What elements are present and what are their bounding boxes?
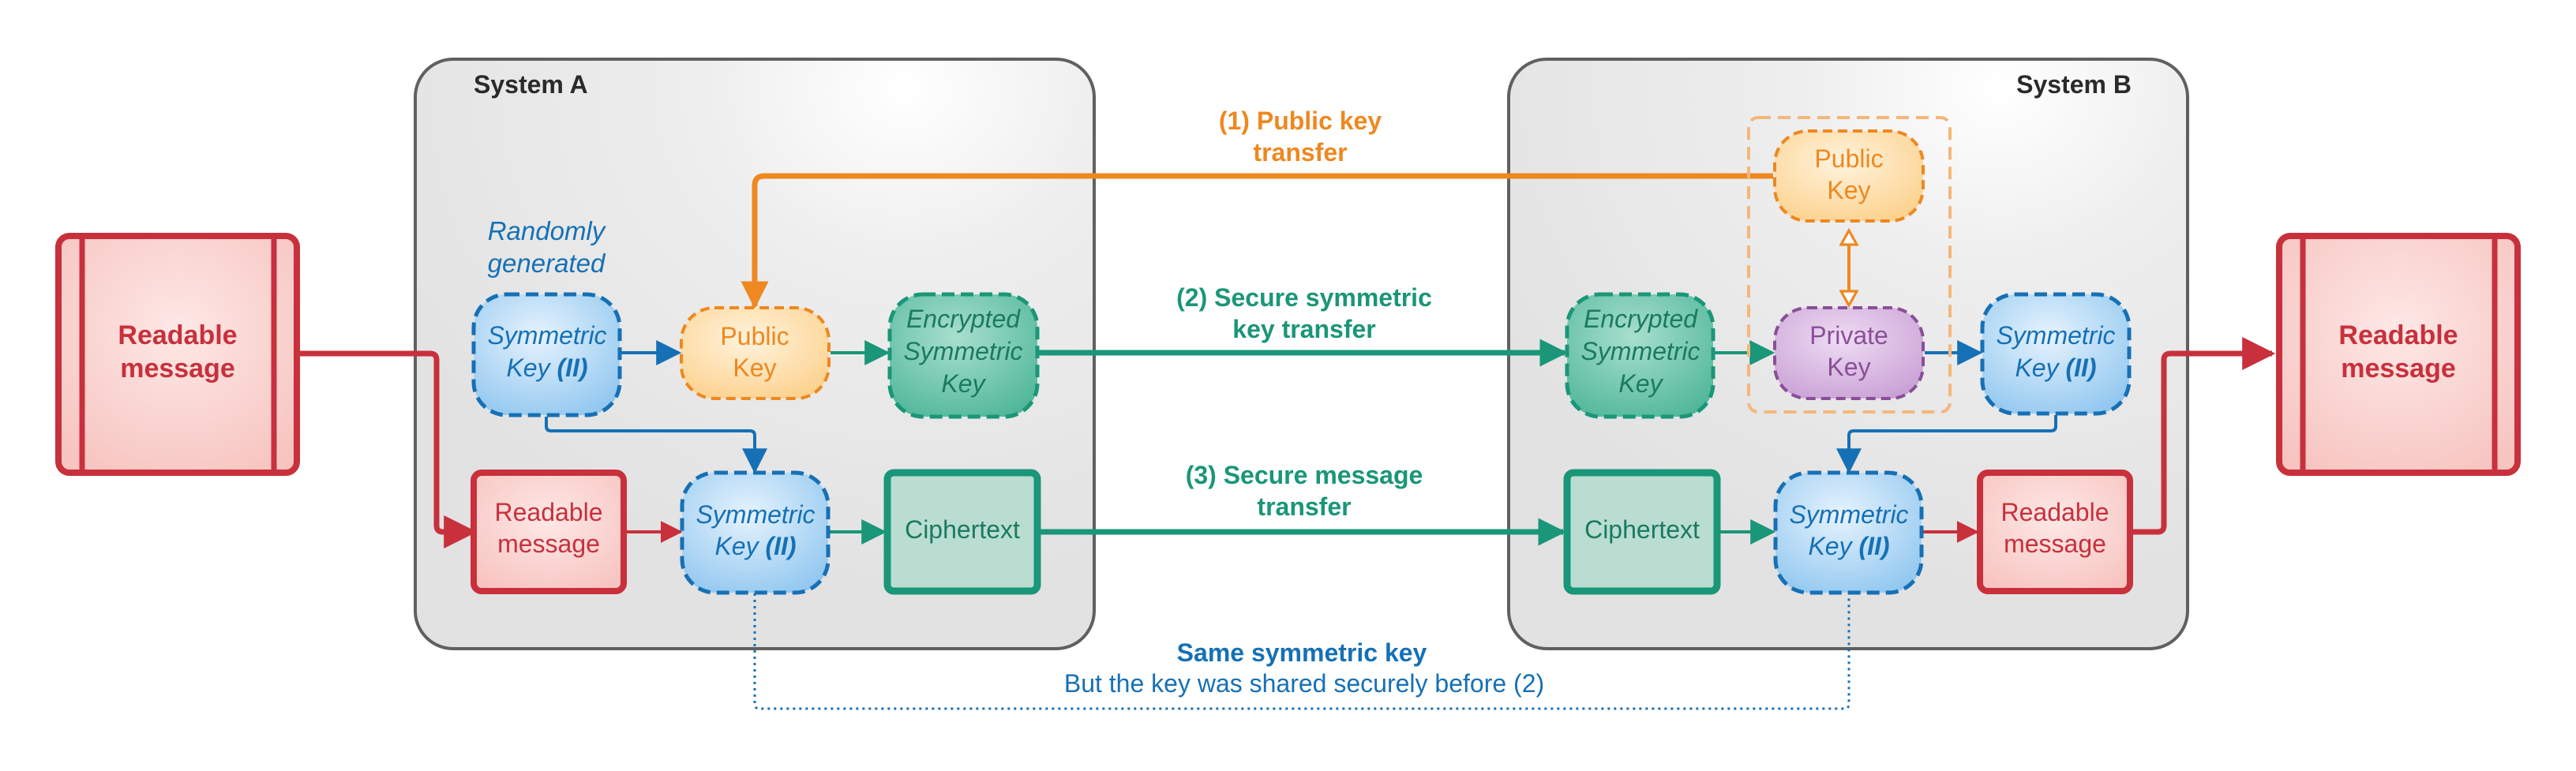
output-message-line2: message	[2341, 354, 2456, 384]
input-readable-message: Readable message	[55, 233, 300, 476]
same-key-dotted-link	[753, 593, 1850, 710]
message-transfer-label: (3) Secure message transfer	[1186, 461, 1423, 521]
b-encrypted-symmetric-key: Encrypted Symmetric Key	[1565, 292, 1715, 419]
transfer2-line2: key transfer	[1232, 315, 1375, 343]
input-message-line1: Readable	[118, 320, 237, 350]
same-key-note: Same symmetric key But the key was share…	[1064, 638, 1544, 698]
arrow-a-key-duplicate	[545, 417, 767, 474]
output-message-line1: Readable	[2338, 320, 2458, 350]
arrow-b-key-duplicate	[1836, 415, 2057, 474]
a-readable-line2: message	[497, 530, 600, 558]
same-key-title: Same symmetric key	[1177, 638, 1427, 667]
randomly-generated-line2: generated	[488, 249, 606, 278]
a-public-key-line1: Public	[720, 322, 789, 350]
b-encrypted-key-line3: Key	[1618, 369, 1663, 398]
a-symmetric-key-line2: Key (II)	[714, 532, 796, 560]
a-readable-line1: Readable	[495, 498, 603, 526]
a-symmetric-key: Symmetric Key (II)	[680, 470, 831, 595]
a-readable-message: Readable message	[471, 470, 627, 594]
b-encrypted-key-line2: Symmetric	[1580, 337, 1700, 365]
a-encrypted-key-line3: Key	[941, 369, 986, 398]
a-symmetric-key-generated: Symmetric Key (II)	[471, 292, 622, 417]
arrow-public-key-transfer	[741, 173, 1773, 309]
b-readable-line1: Readable	[2001, 498, 2109, 526]
a-public-key-line2: Key	[733, 354, 776, 382]
a-symmetric-key-generated-line1: Symmetric	[487, 321, 606, 350]
a-ciphertext-label: Ciphertext	[905, 515, 1020, 544]
transfer3-line1: (3) Secure message	[1186, 461, 1423, 489]
transfer1-line1: (1) Public key	[1219, 107, 1382, 135]
randomly-generated-line1: Randomly	[488, 216, 607, 245]
transfer3-line2: transfer	[1257, 492, 1351, 521]
output-readable-message: Readable message	[2276, 233, 2521, 476]
b-encrypted-key-line1: Encrypted	[1584, 305, 1698, 333]
a-symmetric-key-line1: Symmetric	[696, 500, 815, 529]
a-encrypted-key-line1: Encrypted	[906, 305, 1021, 333]
input-message-line2: message	[120, 354, 235, 384]
same-key-subtitle: But the key was shared securely before (…	[1064, 669, 1544, 698]
a-encrypted-symmetric-key: Encrypted Symmetric Key	[887, 292, 1040, 419]
b-private-key-line1: Private	[1809, 321, 1888, 350]
transfer1-line2: transfer	[1253, 138, 1347, 167]
b-symmetric-key: Symmetric Key (II)	[1773, 470, 1924, 595]
b-key-pair-group	[1747, 116, 1952, 414]
arrow-output-message	[2132, 337, 2276, 535]
arrow-input-message	[298, 350, 478, 548]
a-ciphertext: Ciphertext	[883, 469, 1041, 595]
system-b-title: System B	[2016, 70, 2132, 99]
b-private-key: Private Key	[1773, 306, 1925, 400]
public-key-transfer-label: (1) Public key transfer	[1219, 107, 1382, 167]
b-symmetric-key-line1: Symmetric	[1789, 500, 1908, 529]
a-public-key: Public Key	[680, 306, 831, 400]
system-a-title: System A	[474, 70, 588, 99]
b-ciphertext: Ciphertext	[1563, 469, 1721, 595]
b-symmetric-key-decrypted: Symmetric Key (II)	[1980, 292, 2132, 416]
b-public-key-line2: Key	[1827, 176, 1870, 204]
b-readable-message: Readable message	[1977, 470, 2133, 594]
b-symmetric-key-decrypted-line1: Symmetric	[1996, 321, 2115, 350]
symmetric-key-transfer-label: (2) Secure symmetric key transfer	[1176, 283, 1432, 343]
b-symmetric-key-line2: Key (II)	[1808, 532, 1889, 560]
b-readable-line2: message	[2004, 530, 2106, 558]
a-symmetric-key-generated-line2: Key (II)	[506, 354, 587, 382]
b-ciphertext-label: Ciphertext	[1584, 515, 1700, 544]
a-encrypted-key-line2: Symmetric	[903, 337, 1022, 365]
randomly-generated-note: Randomly generated	[488, 216, 607, 278]
b-private-key-line2: Key	[1827, 353, 1870, 381]
b-public-key-line1: Public	[1814, 144, 1883, 173]
b-public-key: Public Key	[1773, 129, 1925, 223]
transfer2-line1: (2) Secure symmetric	[1176, 283, 1432, 312]
b-symmetric-key-decrypted-line2: Key (II)	[2015, 354, 2096, 382]
